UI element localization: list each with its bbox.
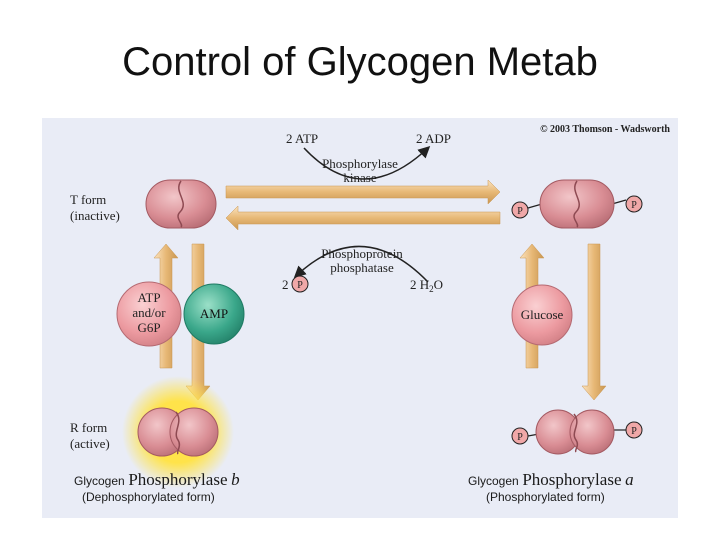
phosphatase-label-line2: phosphatase bbox=[330, 260, 394, 275]
left-caption-subtitle: (Dephosphorylated form) bbox=[82, 490, 215, 504]
inhibitor-label-line1: ATP bbox=[137, 290, 160, 305]
right-caption-prefix: Glycogen bbox=[468, 474, 519, 488]
adp-output-label: 2 ADP bbox=[416, 131, 451, 146]
phosphate-icon-r-left bbox=[511, 427, 529, 445]
left-caption: Glycogen Phosphorylase b bbox=[74, 470, 240, 490]
inhibitor-label-line2: and/or bbox=[132, 305, 166, 320]
activator-circle-icon bbox=[183, 283, 245, 345]
glucose-label: Glucose bbox=[521, 307, 564, 322]
arrow-left-horizontal bbox=[225, 205, 501, 231]
r-form-phosphorylase-b-icon bbox=[137, 407, 219, 457]
slide-title: Control of Glycogen Metab bbox=[122, 40, 598, 84]
right-caption-name: Phosphorylase bbox=[522, 470, 622, 489]
right-caption: Glycogen Phosphorylase a bbox=[468, 470, 634, 490]
r-form-phosphorylase-a-icon bbox=[527, 409, 626, 455]
phosphate-icon-t-right bbox=[625, 195, 643, 213]
phosphate-symbol-r-left: P bbox=[517, 432, 523, 443]
kinase-label-line2: kinase bbox=[343, 170, 376, 185]
left-caption-letter: b bbox=[231, 470, 240, 489]
phosphate-icon-r-right bbox=[625, 421, 643, 439]
water-label: 2 H2O bbox=[410, 277, 443, 294]
t-form-phosphorylase-a-icon bbox=[527, 179, 627, 229]
t-form-phosphorylase-b-icon bbox=[145, 179, 217, 229]
phosphate-count: 2 bbox=[282, 277, 289, 292]
released-phosphate-symbol: P bbox=[297, 280, 303, 291]
phosphatase-label-line1: Phosphoprotein bbox=[321, 246, 403, 261]
phosphate-symbol-t-left: P bbox=[517, 206, 523, 217]
copyright-text: © 2003 Thomson - Wadsworth bbox=[540, 124, 670, 135]
glycogen-phosphorylase-diagram: © 2003 Thomson - Wadsworth 2 ATP 2 ADP P… bbox=[42, 118, 678, 518]
left-caption-name: Phosphorylase bbox=[128, 470, 228, 489]
r-form-label: R form bbox=[70, 420, 107, 435]
glucose-circle-icon bbox=[511, 284, 573, 346]
inhibitor-circle-icon bbox=[116, 281, 182, 347]
phosphate-icon-t-left bbox=[511, 201, 529, 219]
right-caption-subtitle: (Phosphorylated form) bbox=[486, 490, 605, 504]
arrow-right-horizontal bbox=[225, 179, 501, 205]
arrow-right-down bbox=[581, 243, 607, 401]
kinase-label-line1: Phosphorylase bbox=[322, 156, 398, 171]
phosphate-symbol-t-right: P bbox=[631, 200, 637, 211]
r-form-sublabel: (active) bbox=[70, 436, 110, 451]
inhibitor-label-line3: G6P bbox=[137, 320, 160, 335]
phosphatase-curved-arrow bbox=[293, 245, 429, 283]
atp-input-label: 2 ATP bbox=[286, 131, 318, 146]
t-form-sublabel: (inactive) bbox=[70, 208, 120, 223]
kinase-curved-arrow bbox=[303, 145, 431, 180]
phosphate-symbol-r-right: P bbox=[631, 426, 637, 437]
released-phosphate-icon bbox=[291, 275, 309, 293]
t-form-label: T form bbox=[70, 192, 106, 207]
left-caption-prefix: Glycogen bbox=[74, 474, 125, 488]
diagram-canvas: © 2003 Thomson - Wadsworth 2 ATP 2 ADP P… bbox=[42, 118, 678, 518]
activator-label: AMP bbox=[200, 306, 228, 321]
right-caption-letter: a bbox=[625, 470, 634, 489]
